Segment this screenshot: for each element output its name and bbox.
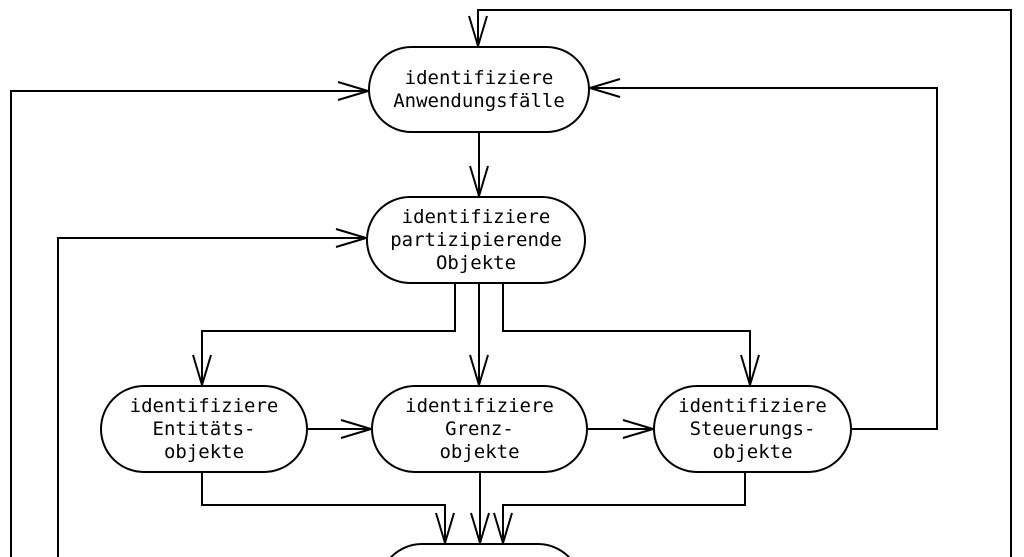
edge-entitaets-to-bottom — [201, 473, 455, 544]
edge-entitaets-to-grenz — [308, 419, 372, 439]
node-bottom-partial — [378, 543, 582, 557]
node-identifiziere-steuerungsobjekte: identifiziere Steuerungs- objekte — [653, 385, 852, 473]
edge-partizipierende-to-steuerungs — [502, 284, 760, 386]
node-label: identifiziere Grenz- objekte — [405, 394, 554, 463]
edge-steuerungs-to-anwendungsfaelle — [589, 78, 938, 430]
edge-grenz-to-steuerungs — [588, 419, 654, 439]
node-identifiziere-entitaetsobjekte: identifiziere Entitäts- objekte — [100, 385, 308, 473]
edge-bottom-loop-to-anwendungsfaelle — [468, 9, 1012, 557]
edge-partizipierende-to-entitaets — [192, 284, 456, 386]
edge-grenz-to-bottom — [470, 473, 490, 544]
node-label: identifiziere Steuerungs- objekte — [678, 394, 827, 463]
edge-anwendungsfaelle-to-partizipierende — [469, 133, 489, 197]
node-identifiziere-anwendungsfaelle: identifiziere Anwendungsfälle — [368, 46, 590, 133]
node-identifiziere-grenzobjekte: identifiziere Grenz- objekte — [371, 385, 588, 473]
edge-left-inner-loop-to-partizipierende — [57, 228, 367, 557]
edge-left-outer-loop-to-anwendungsfaelle — [10, 81, 369, 557]
node-label: identifiziere Anwendungsfälle — [393, 66, 565, 112]
edge-partizipierende-to-grenz — [469, 284, 489, 386]
node-label: identifiziere Entitäts- objekte — [129, 394, 279, 463]
edge-steuerungs-to-bottom — [493, 473, 746, 544]
node-identifiziere-partizipierende-objekte: identifiziere partizipierende Objekte — [366, 196, 586, 284]
node-label: identifiziere partizipierende Objekte — [390, 205, 562, 274]
